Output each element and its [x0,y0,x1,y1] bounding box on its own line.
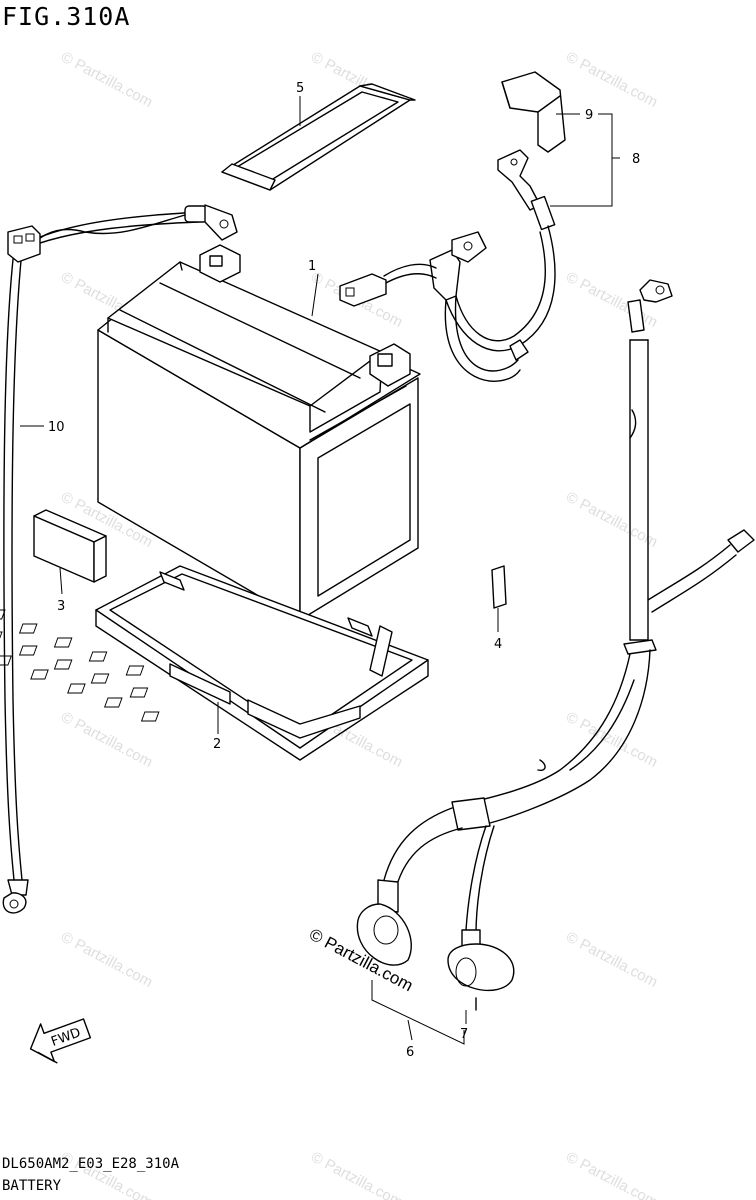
part-9-terminal-cover[interactable] [501,71,566,153]
part-10-ground-cable[interactable] [2,204,238,914]
part-6-harness[interactable] [356,279,755,992]
callout-3: 3 [57,599,65,614]
watermark: © Partzilla.com [563,49,660,111]
watermark: © Partzilla.com [58,929,155,991]
watermark: © Partzilla.com [563,709,660,771]
watermark: © Partzilla.com [308,1149,405,1200]
watermark: © Partzilla.com [563,489,660,551]
callout-8: 8 [632,152,640,167]
part-5-battery-strap[interactable] [221,83,416,191]
part-1-battery[interactable] [97,244,421,621]
tray-slots [0,609,160,722]
figure-title: FIG.310A [2,2,131,31]
callout-4: 4 [494,637,502,652]
callout-5: 5 [296,81,304,96]
callout-9: 9 [585,108,593,123]
watermark: © Partzilla.com [563,929,660,991]
leader-lines [20,96,620,1045]
callout-10: 10 [48,420,65,435]
callout-1: 1 [308,259,316,274]
figure-name: BATTERY [2,1178,62,1194]
part-8-positive-cable[interactable] [339,149,556,382]
fwd-arrow-icon: FWD [29,1018,92,1064]
watermark: © Partzilla.com [58,709,155,771]
part-2-battery-tray[interactable] [0,565,429,761]
watermark: © Partzilla.com [563,1149,660,1200]
figure-code: DL650AM2_E03_E28_310A [2,1156,180,1172]
part-3-pad[interactable] [33,509,107,583]
callout-6: 6 [406,1045,414,1060]
part-4-label[interactable] [491,565,507,609]
callout-7: 7 [460,1027,468,1042]
callout-2: 2 [213,737,221,752]
watermark: © Partzilla.com [58,49,155,111]
